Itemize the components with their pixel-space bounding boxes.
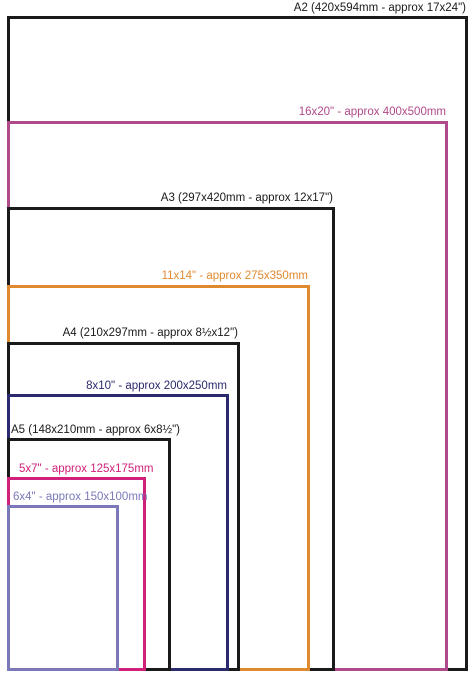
frame-6x4 xyxy=(7,505,119,671)
label-8x10: 8x10" - approx 200x250mm xyxy=(86,380,227,392)
label-a4: A4 (210x297mm - approx 8½x12") xyxy=(62,327,238,339)
label-5x7: 5x7" - approx 125x175mm xyxy=(19,463,154,475)
label-11x14: 11x14" - approx 275x350mm xyxy=(161,270,308,282)
label-a3: A3 (297x420mm - approx 12x17") xyxy=(160,192,333,204)
label-16x20: 16x20" - approx 400x500mm xyxy=(298,106,446,118)
label-a5: A5 (148x210mm - approx 6x8½") xyxy=(11,424,180,436)
label-a2: A2 (420x594mm - approx 17x24") xyxy=(293,2,466,14)
label-6x4: 6x4" - approx 150x100mm xyxy=(13,491,148,503)
